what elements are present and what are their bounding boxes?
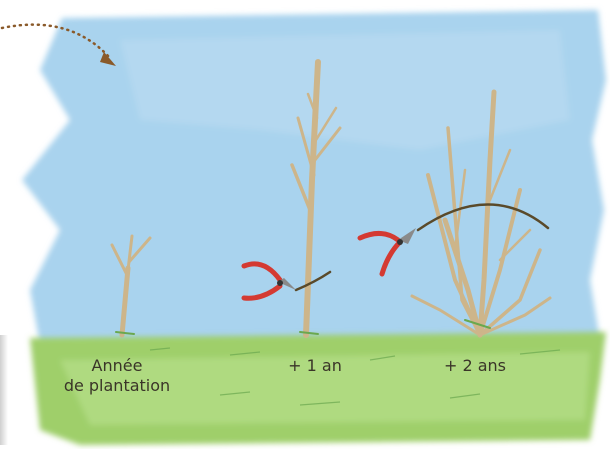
label-planting-year-line2: de plantation [52,376,182,396]
page-shadow-edge [0,335,8,445]
label-plus-1-year: + 1 an [270,356,360,376]
label-planting-year: Année de plantation [52,356,182,396]
label-planting-year-line1: Année [52,356,182,376]
label-plus-2-years: + 2 ans [420,356,530,376]
